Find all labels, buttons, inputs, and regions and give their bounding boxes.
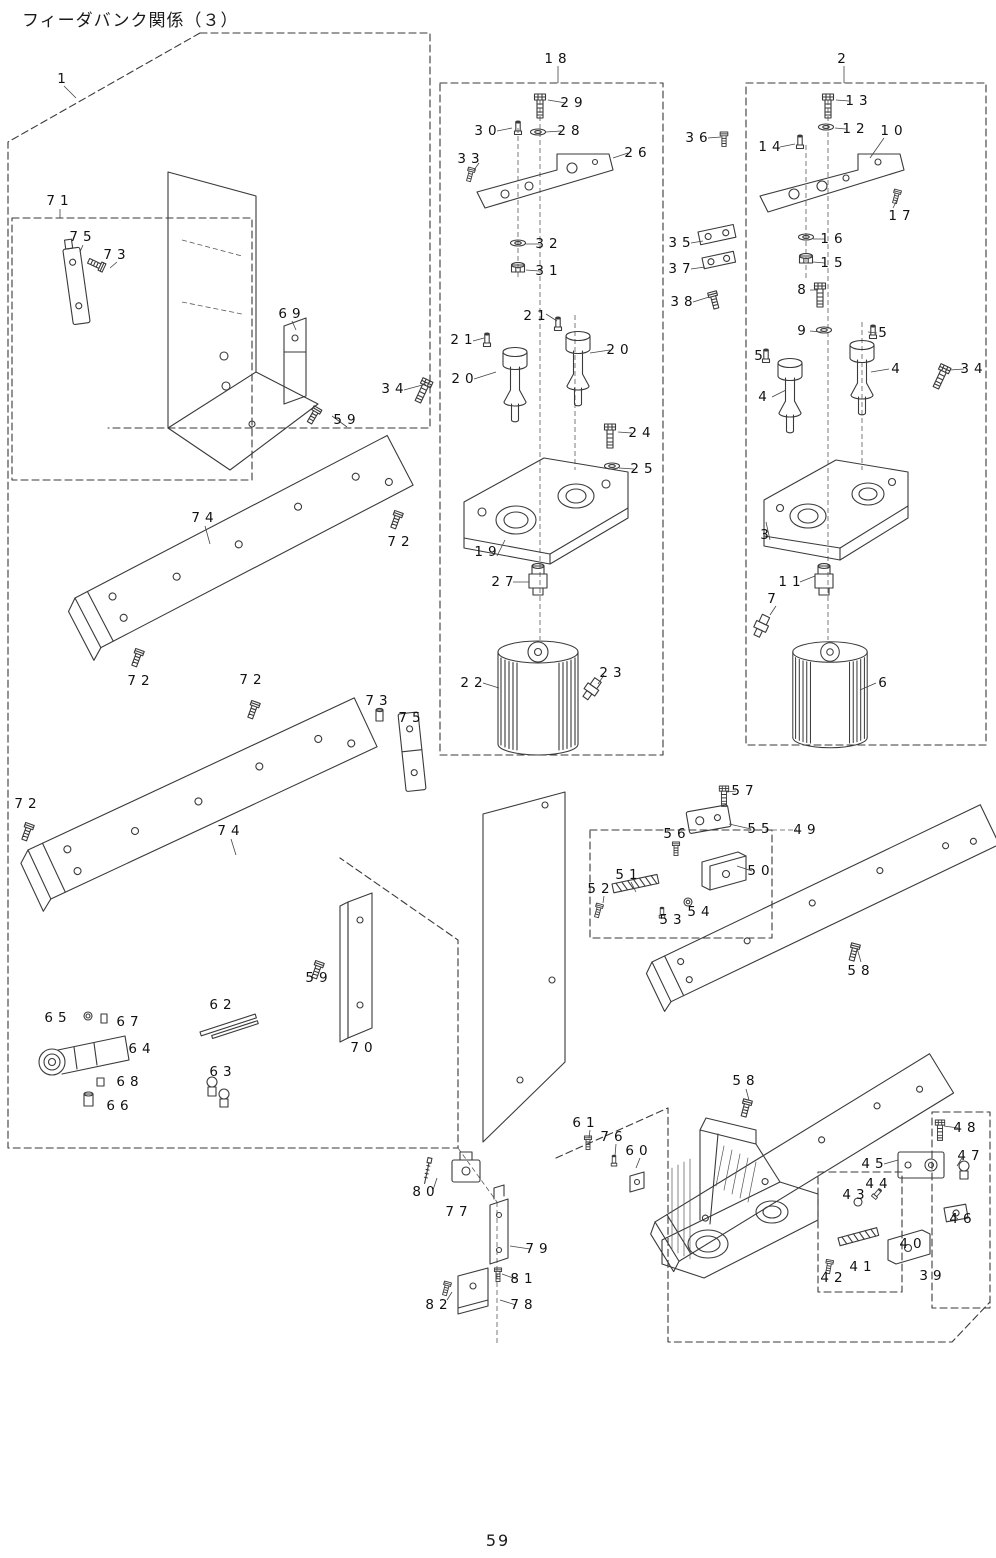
part-57-screw — [718, 785, 730, 807]
leader-lines — [59, 66, 965, 1306]
part-7-fitting — [750, 612, 773, 640]
part-41-spring — [837, 1227, 880, 1247]
part-46-block — [943, 1203, 969, 1223]
center-plate — [482, 791, 566, 1143]
part-74-plate-lower — [20, 697, 378, 912]
part-44-pin — [870, 1187, 884, 1200]
part-2-group — [697, 93, 952, 749]
part-20-shaft-a — [502, 346, 528, 423]
part-81-screw — [493, 1267, 503, 1283]
part-21-pin-b — [553, 316, 563, 332]
part-35-block — [697, 223, 737, 246]
part-18-group — [412, 93, 629, 756]
page-title: フィーダバンク関係（３） — [22, 11, 239, 31]
part-50-bracket — [701, 851, 747, 891]
part-72-screw-d — [19, 821, 35, 843]
part-51-spring — [611, 873, 660, 894]
part-49-57-group — [592, 785, 747, 919]
part-80-screw — [423, 1157, 433, 1184]
pedestal-group — [661, 1117, 819, 1279]
part-52-screw — [592, 902, 604, 919]
part-5-pin-b — [868, 324, 878, 340]
part-55-block — [685, 804, 732, 834]
part-11-coupling — [814, 563, 834, 596]
part-58-plate-upper — [645, 804, 996, 1012]
part-71-group — [62, 171, 323, 471]
page-number: 59 — [485, 1531, 511, 1550]
part-38-screw — [707, 290, 722, 311]
part-5-pin-a — [761, 348, 771, 364]
part-43-ball — [853, 1197, 863, 1207]
part-33-screw — [464, 166, 476, 183]
part-73-screw-upper — [86, 256, 107, 273]
part-23-fitting — [579, 675, 604, 703]
part-74-plate-upper — [67, 434, 414, 661]
part-69-plate — [283, 317, 307, 405]
part-28-washer — [529, 128, 547, 136]
part-78-bracket — [457, 1267, 489, 1315]
part-56-screw — [671, 841, 681, 857]
part-39-48-group — [823, 1119, 970, 1275]
dashed-boundaries — [7, 32, 991, 1345]
part-54-washer — [683, 897, 693, 907]
part-42-screw — [823, 1258, 834, 1275]
part-10-plate — [759, 153, 905, 213]
part-82-screw — [440, 1280, 452, 1297]
part-75-bracket-upper — [62, 238, 91, 326]
part-20-shaft-b — [565, 330, 591, 407]
part-48-screw — [934, 1119, 946, 1141]
part-37-block — [701, 250, 737, 270]
part-24-screw — [603, 423, 617, 449]
part-47-fitting — [958, 1160, 970, 1180]
part-26-plate — [476, 153, 614, 209]
part-73-pin-lower — [375, 707, 384, 722]
part-8-screw — [813, 282, 827, 308]
part-3-base — [763, 459, 909, 561]
part-4-shaft-a — [777, 357, 803, 434]
part-21-pin-a — [482, 332, 492, 348]
part-34-screw-right — [930, 363, 952, 391]
part-59-screw-lower — [309, 959, 325, 981]
part-60-bracket — [629, 1171, 645, 1193]
part-13-screw — [821, 93, 835, 119]
center-lines — [517, 100, 863, 640]
part-14-pin — [795, 134, 805, 150]
part-72-screw-c — [245, 699, 261, 721]
part-12-washer — [817, 123, 835, 131]
part-72-screw-a — [388, 509, 404, 531]
part-77-82-group — [423, 1151, 509, 1315]
part-62-68-group — [38, 1011, 259, 1108]
part-19-base — [463, 457, 629, 565]
part-27-coupling — [528, 563, 548, 596]
part-77-block — [451, 1151, 481, 1183]
part-29-screw — [533, 93, 547, 119]
part-6-cylinder — [792, 641, 868, 749]
part-72-screw-b — [129, 647, 145, 669]
part-22-cylinder — [497, 640, 579, 756]
part-76-pin — [610, 1154, 618, 1167]
part-53-pin — [658, 906, 666, 919]
part-36-screw — [719, 131, 729, 147]
part-45-block — [897, 1151, 945, 1179]
part-75-bracket-lower — [397, 711, 427, 792]
part-40-bracket — [887, 1229, 931, 1265]
part-58-screw-lower — [738, 1098, 753, 1119]
part-70-plate — [339, 892, 373, 1043]
part-59-screw-upper — [305, 405, 323, 426]
part-79-plate — [489, 1184, 509, 1265]
